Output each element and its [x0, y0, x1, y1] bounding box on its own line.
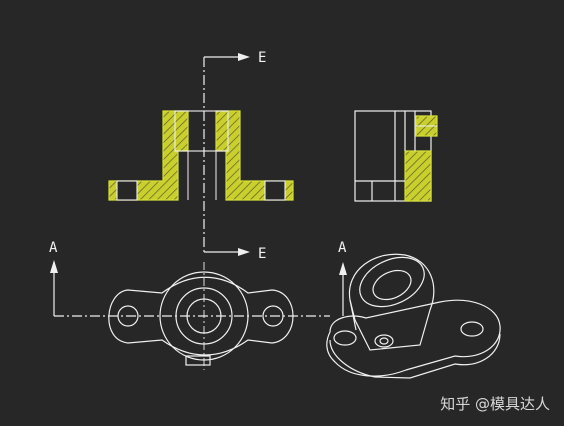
- iso-hole-left: [333, 330, 357, 346]
- iso-boss-top: [359, 256, 425, 308]
- view-label-right: A: [338, 240, 347, 256]
- iso-hole-right: [460, 321, 484, 337]
- section-arrow-top: [238, 53, 250, 61]
- bolt-hole-right: [264, 180, 286, 201]
- iso-base: [326, 299, 501, 377]
- side-view: [354, 110, 438, 202]
- iso-bore: [372, 269, 412, 301]
- bottom-tab: [185, 355, 211, 366]
- bore-upper: [174, 110, 229, 152]
- isometric-view: [326, 253, 501, 379]
- flange-outline: [108, 276, 294, 356]
- section-line-e: [203, 56, 240, 253]
- iso-small-hole-inner: [379, 337, 389, 345]
- section-label-bottom: E: [258, 246, 266, 262]
- section-view-e-e: [108, 110, 294, 201]
- flange-hole-left: [117, 305, 139, 327]
- watermark: 知乎 @模具达人: [440, 395, 550, 413]
- flange-hole-right: [262, 305, 284, 327]
- iso-base-thickness: [329, 333, 501, 379]
- section-arrow-bottom: [238, 248, 250, 256]
- view-label-left: A: [49, 240, 58, 256]
- top-view: [108, 262, 294, 370]
- bolt-hole-left: [116, 180, 138, 201]
- iso-boss-body: [348, 253, 435, 351]
- arrowhead-right: [339, 262, 347, 275]
- arrowhead-left: [50, 260, 58, 273]
- iso-small-hole: [374, 334, 394, 348]
- view-arrow-left: [53, 270, 330, 317]
- section-label-top: E: [258, 50, 266, 66]
- side-section: [404, 150, 432, 202]
